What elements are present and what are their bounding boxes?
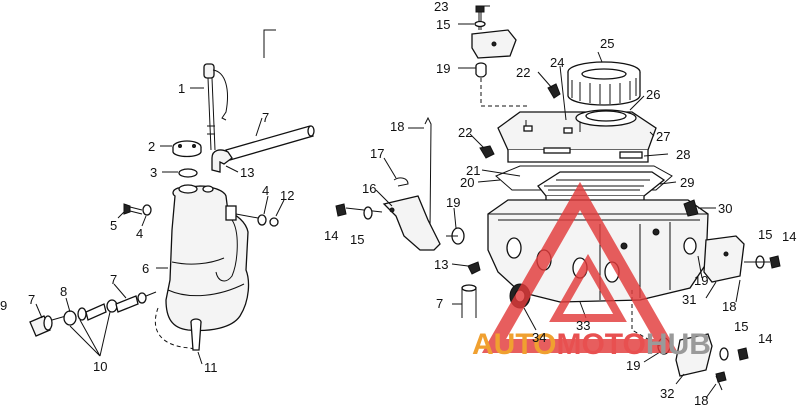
callout-15-right: 15 (758, 227, 772, 242)
callout-20: 20 (460, 175, 474, 190)
air-filter-element (567, 61, 641, 106)
callout-12: 12 (280, 188, 294, 203)
watermark-text: AUTOMOTOHUB (472, 328, 711, 361)
filler-cap (172, 140, 202, 158)
callout-19-left: 19 (446, 195, 460, 210)
cap-gasket (178, 168, 198, 178)
air-box-assembly (335, 5, 781, 391)
vent-hose (225, 125, 315, 161)
latch-rod (424, 116, 432, 231)
oil-tank (165, 184, 250, 332)
callout-3: 3 (150, 165, 157, 180)
side-bracket (683, 235, 745, 283)
triangle-logo-icon (481, 181, 679, 353)
callout-6: 6 (142, 261, 149, 276)
watermark-auto: AUTO (472, 328, 556, 361)
elbow-fitting (211, 149, 233, 173)
mount-bracket (382, 195, 441, 251)
spring-clip (393, 177, 409, 187)
breather-hose (461, 284, 477, 318)
callout-11: 11 (204, 360, 218, 375)
outlet-fittings (29, 291, 157, 337)
callout-30: 30 (718, 201, 732, 216)
callout-33: 33 (576, 318, 590, 333)
callout-19-lower: 19 (626, 358, 640, 373)
callout-22-mid: 22 (458, 125, 472, 140)
callout-17: 17 (370, 146, 384, 161)
callout-32: 32 (660, 386, 674, 401)
callout-23: 23 (434, 0, 448, 14)
watermark-moto: MOTO (556, 328, 645, 361)
watermark: AUTOMOTOHUB (472, 181, 711, 361)
drain-path (154, 307, 199, 351)
callout-26: 26 (646, 87, 660, 102)
callout-14-left: 14 (324, 228, 338, 243)
callout-5: 5 (110, 218, 117, 233)
callout-27: 27 (656, 129, 670, 144)
callout-4-left: 4 (136, 226, 143, 241)
side-bolt-upper (744, 255, 781, 269)
callout-14-right: 14 (782, 229, 796, 244)
callout-28: 28 (676, 147, 690, 162)
air-box-lid (497, 109, 657, 163)
callout-34: 34 (532, 330, 546, 345)
pre-filter-pad (537, 171, 666, 205)
callout-21: 21 (466, 163, 480, 178)
callout-19-top: 19 (436, 61, 450, 76)
leader-lines (35, 5, 741, 399)
callout-15-left: 15 (350, 232, 364, 247)
callout-16: 16 (362, 181, 376, 196)
oil-tank-assembly (29, 63, 315, 351)
latch-clip (683, 199, 699, 217)
callout-15-top: 15 (436, 17, 450, 32)
callout-2: 2 (148, 139, 155, 154)
callout-1: 1 (178, 81, 185, 96)
callout-18-right: 18 (722, 299, 736, 314)
callout-22-top: 22 (516, 65, 530, 80)
watermark-hub: HUB (646, 328, 711, 361)
hose-clamp (467, 261, 481, 275)
callout-8: 8 (60, 284, 67, 299)
callout-18-lower: 18 (694, 393, 708, 406)
callout-29: 29 (680, 175, 694, 190)
callout-7-right: 7 (436, 296, 443, 311)
callout-7-hose: 7 (262, 110, 269, 125)
callout-7-fitting: 7 (110, 272, 117, 287)
callout-14-lower: 14 (758, 331, 772, 346)
callout-18-top: 18 (390, 119, 404, 134)
callout-10: 10 (93, 359, 107, 374)
tank-mount-hardware (123, 203, 279, 227)
dipstick (203, 63, 228, 151)
wire-clip-lower (479, 145, 495, 159)
callout-9: 9 (0, 298, 7, 313)
callout-25: 25 (600, 36, 614, 51)
callout-19-right: 19 (694, 273, 708, 288)
callout-24: 24 (550, 55, 564, 70)
callout-4-right: 4 (262, 183, 269, 198)
top-bolt (471, 5, 517, 59)
lid-gasket (495, 165, 673, 191)
callout-7-left: 7 (28, 292, 35, 307)
callout-15-lower: 15 (734, 319, 748, 334)
bracket-bolt (335, 203, 383, 220)
drain-fitting (190, 318, 202, 351)
bracket-grommet (446, 227, 465, 245)
callout-13-right: 13 (434, 257, 448, 272)
callout-13-left: 13 (240, 165, 254, 180)
callout-31: 31 (682, 292, 696, 307)
top-grommet (475, 62, 530, 107)
